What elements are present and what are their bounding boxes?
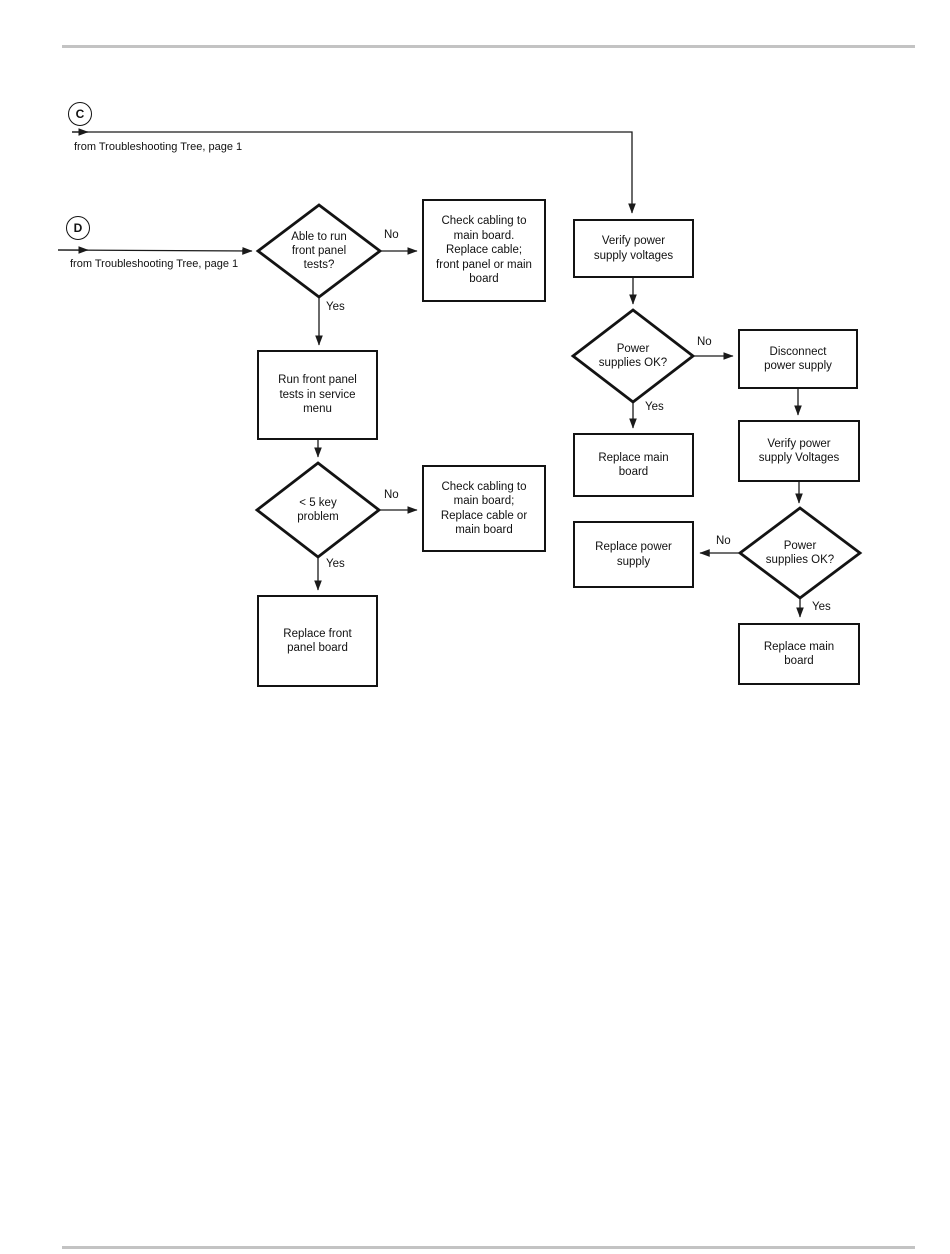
connector-d-caption: from Troubleshooting Tree, page 1 — [70, 258, 239, 270]
process-verify-voltages-2: Verify power supply Voltages — [738, 420, 860, 482]
edge-c-to-verify1 — [72, 131, 636, 214]
connector-c-caption: from Troubleshooting Tree, page 1 — [74, 141, 243, 153]
decision-five-key-shape — [254, 461, 382, 559]
process-disconnect-supply: Disconnect power supply — [738, 329, 858, 389]
process-verify-voltages-1: Verify power supply voltages — [573, 219, 694, 278]
decision-supplies-ok-1-shape — [570, 308, 696, 404]
top-rule — [62, 45, 915, 48]
decision-able-to-run-shape — [255, 203, 383, 299]
branch-able-yes: Yes — [326, 301, 345, 313]
process-replace-power: Replace power supply — [573, 521, 694, 588]
process-check-cabling-1: Check cabling to main board. Replace cab… — [422, 199, 546, 302]
branch-fivekey-yes: Yes — [326, 558, 345, 570]
edge-d-to-able — [57, 247, 253, 255]
process-replace-main-1: Replace main board — [573, 433, 694, 497]
process-replace-front-panel: Replace front panel board — [257, 595, 378, 687]
branch-ok1-no: No — [697, 336, 712, 348]
decision-supplies-ok-2-shape — [737, 506, 863, 600]
process-check-cabling-2: Check cabling to main board; Replace cab… — [422, 465, 546, 552]
branch-ok2-yes: Yes — [812, 601, 831, 613]
branch-able-no: No — [384, 229, 399, 241]
connector-d-badge: D — [66, 216, 90, 240]
branch-ok2-no: No — [716, 535, 731, 547]
process-replace-main-2: Replace main board — [738, 623, 860, 685]
bottom-rule — [62, 1246, 915, 1249]
connector-c-badge: C — [68, 102, 92, 126]
branch-fivekey-no: No — [384, 489, 399, 501]
branch-ok1-yes: Yes — [645, 401, 664, 413]
process-run-tests: Run front panel tests in service menu — [257, 350, 378, 440]
